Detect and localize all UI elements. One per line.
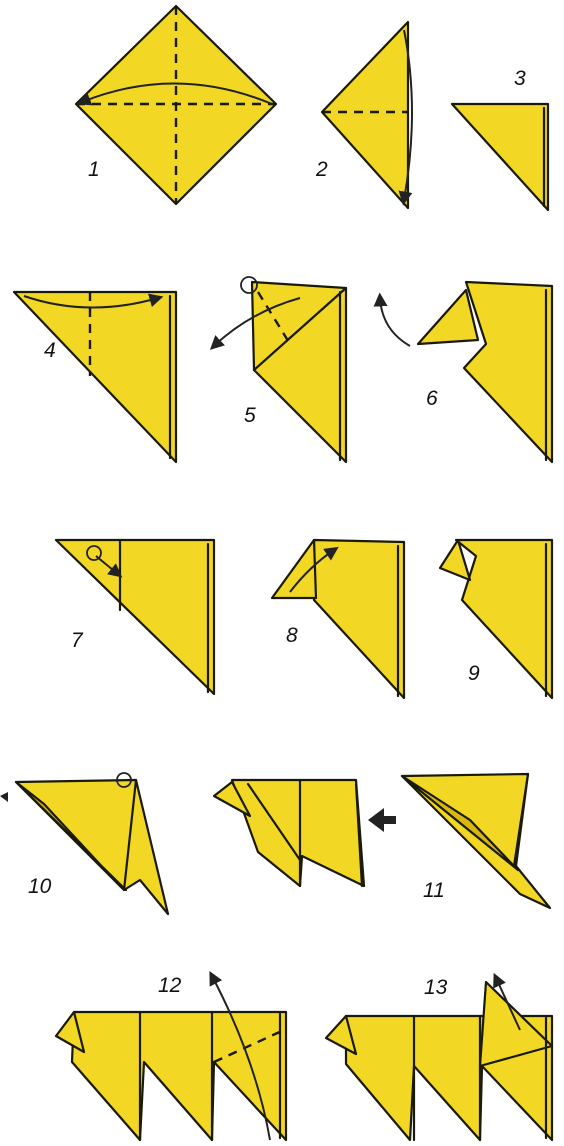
step-number-10: 10 <box>28 875 52 898</box>
step-4-figure <box>12 290 178 464</box>
step-3-figure <box>450 102 550 212</box>
step-11-left-figure <box>212 778 396 888</box>
step-1-figure <box>74 4 278 206</box>
step-number-5: 5 <box>244 404 256 427</box>
step-number-11: 11 <box>423 879 445 902</box>
step-number-12: 12 <box>158 974 182 997</box>
step-9-figure <box>438 538 554 700</box>
step-6-figure <box>373 280 554 464</box>
step-13-figure <box>324 972 554 1142</box>
step-12-figure <box>54 971 288 1142</box>
step-5-figure <box>209 276 348 464</box>
step-11-right-figure <box>400 772 552 910</box>
step-7-figure <box>54 538 216 696</box>
step-number-6: 6 <box>426 387 438 410</box>
step-number-1: 1 <box>88 158 100 181</box>
step-number-9: 9 <box>468 662 480 685</box>
step-number-13: 13 <box>424 976 448 999</box>
step-number-2: 2 <box>316 158 328 181</box>
step-8-figure <box>270 538 406 700</box>
step-10-figure <box>0 772 170 916</box>
step-number-4: 4 <box>44 339 56 362</box>
step-number-7: 7 <box>71 629 83 652</box>
step-number-8: 8 <box>286 624 298 647</box>
step-number-3: 3 <box>514 67 526 90</box>
step-2-figure <box>320 20 413 210</box>
